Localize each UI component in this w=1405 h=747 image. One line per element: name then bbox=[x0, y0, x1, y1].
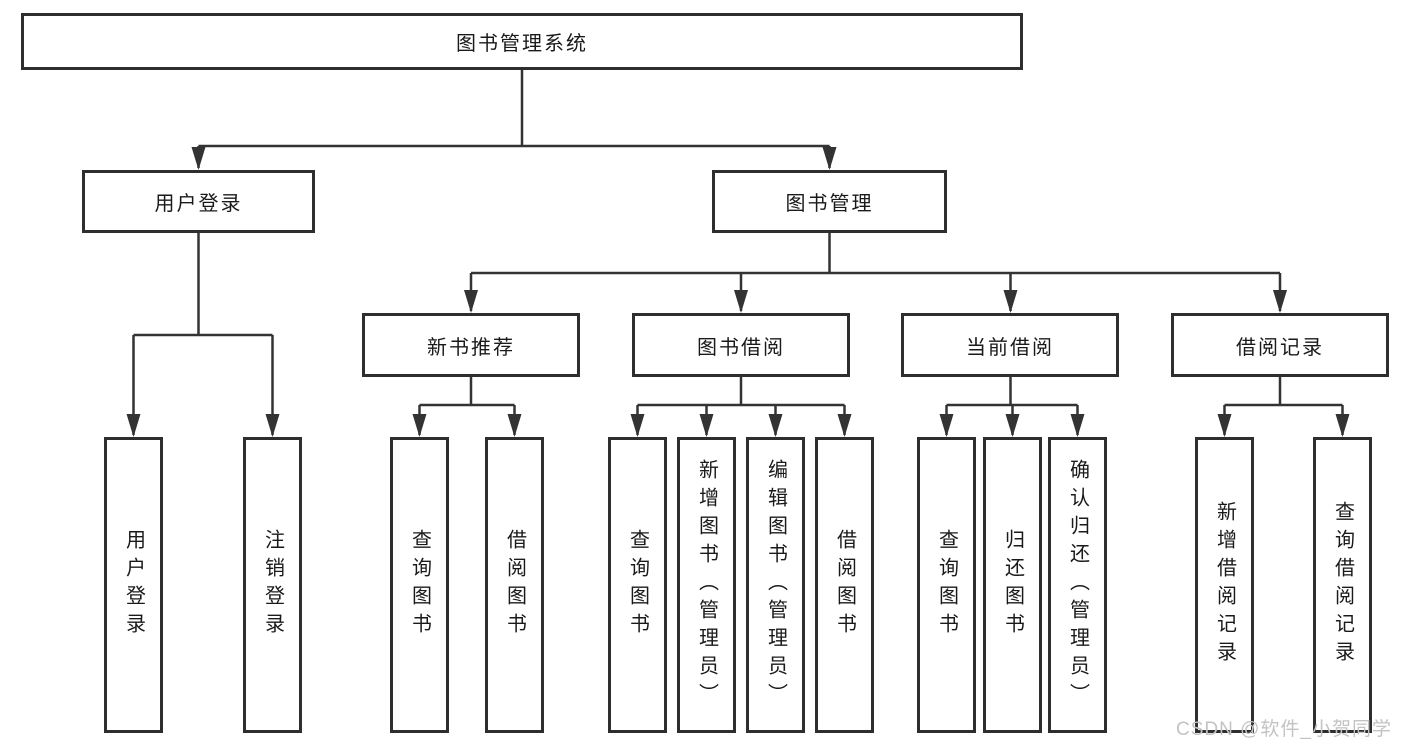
leaf-user-login: 用户登录 bbox=[104, 437, 163, 733]
leaf-add-borrow-record: 新增借阅记录 bbox=[1195, 437, 1254, 733]
node-root-label: 图书管理系统 bbox=[456, 33, 588, 55]
node-current-borrow-label: 当前借阅 bbox=[966, 336, 1054, 359]
connector-book-borrow-children bbox=[636, 377, 846, 435]
node-borrow-records: 借阅记录 bbox=[1171, 313, 1389, 377]
node-current-borrow: 当前借阅 bbox=[901, 313, 1119, 377]
arrowheads bbox=[126, 147, 1350, 437]
leaf-query-books-borrow: 查询图书 bbox=[608, 437, 667, 733]
leaf-borrow-books-recommend: 借阅图书 bbox=[485, 437, 544, 733]
leaf-borrow-books-borrow: 借阅图书 bbox=[815, 437, 874, 733]
node-root-system: 图书管理系统 bbox=[21, 13, 1023, 70]
node-user-login-label: 用户登录 bbox=[154, 193, 243, 215]
connector-root-to-level2 bbox=[197, 70, 831, 168]
leaf-confirm-return-admin-label: 确认归还（管理员） bbox=[1066, 459, 1089, 711]
node-book-borrow-label: 图书借阅 bbox=[697, 336, 785, 359]
node-user-login: 用户登录 bbox=[82, 170, 315, 233]
node-new-book-recommend-label: 新书推荐 bbox=[427, 336, 515, 359]
node-new-book-recommend: 新书推荐 bbox=[362, 313, 580, 377]
leaf-query-borrow-record-label: 查询借阅记录 bbox=[1331, 501, 1354, 669]
leaf-edit-book-admin-label: 编辑图书（管理员） bbox=[764, 459, 787, 711]
leaf-add-borrow-record-label: 新增借阅记录 bbox=[1213, 501, 1236, 669]
leaf-return-books-label: 归还图书 bbox=[1001, 529, 1024, 641]
leaf-edit-book-admin: 编辑图书（管理员） bbox=[746, 437, 805, 733]
node-borrow-records-label: 借阅记录 bbox=[1236, 336, 1324, 359]
csdn-watermark: CSDN @软件_小贺同学 bbox=[1176, 719, 1392, 740]
node-book-management: 图书管理 bbox=[712, 170, 947, 233]
leaf-query-books-recommend: 查询图书 bbox=[390, 437, 449, 733]
leaf-user-login-label: 用户登录 bbox=[122, 529, 145, 641]
node-book-management-label: 图书管理 bbox=[785, 193, 874, 215]
leaf-borrow-books-recommend-label: 借阅图书 bbox=[503, 529, 526, 641]
leaf-query-books-current-label: 查询图书 bbox=[935, 529, 958, 641]
leaf-add-book-admin-label: 新增图书（管理员） bbox=[695, 459, 718, 711]
leaf-add-book-admin: 新增图书（管理员） bbox=[677, 437, 736, 733]
leaf-query-borrow-record: 查询借阅记录 bbox=[1313, 437, 1372, 733]
leaf-query-books-current: 查询图书 bbox=[917, 437, 976, 733]
leaf-logout-label: 注销登录 bbox=[261, 529, 284, 641]
connector-new-book-children bbox=[418, 377, 516, 435]
leaf-query-books-recommend-label: 查询图书 bbox=[408, 529, 431, 641]
leaf-confirm-return-admin: 确认归还（管理员） bbox=[1048, 437, 1107, 733]
leaf-query-books-borrow-label: 查询图书 bbox=[626, 529, 649, 641]
leaf-return-books: 归还图书 bbox=[983, 437, 1042, 733]
connector-book-mgmt-children bbox=[469, 233, 1282, 311]
node-book-borrow: 图书借阅 bbox=[632, 313, 850, 377]
leaf-borrow-books-borrow-label: 借阅图书 bbox=[833, 529, 856, 641]
connector-borrow-record-children bbox=[1223, 377, 1344, 435]
connector-user-login-children bbox=[132, 233, 274, 435]
leaf-logout: 注销登录 bbox=[243, 437, 302, 733]
